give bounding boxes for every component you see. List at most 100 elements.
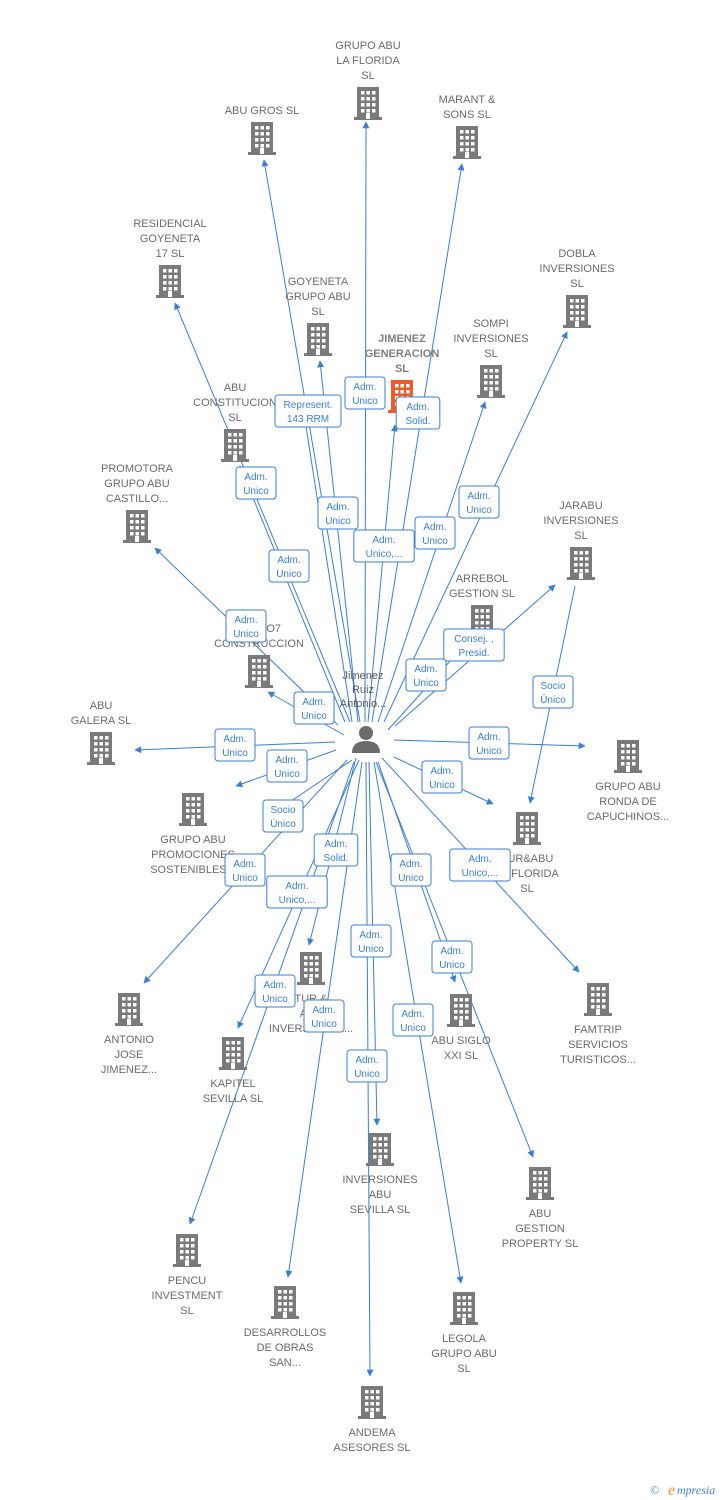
company-label-line[interactable]: DESARROLLOS bbox=[244, 1327, 327, 1339]
company-node-antonio-jose-jimenez[interactable]: ANTONIOJOSEJIMENEZ... bbox=[101, 993, 157, 1076]
company-label-line[interactable]: GRUPO ABU bbox=[431, 1348, 496, 1360]
building-icon[interactable] bbox=[271, 1286, 299, 1319]
company-label-line[interactable]: SL bbox=[520, 883, 533, 895]
relation-badge-andema-asesores[interactable]: Adm.Unico bbox=[346, 1049, 388, 1083]
person-icon[interactable] bbox=[352, 726, 380, 753]
company-label-line[interactable]: ABU SIGLO bbox=[431, 1035, 491, 1047]
company-label-line[interactable]: INVERSIONES bbox=[453, 333, 528, 345]
building-icon[interactable] bbox=[447, 994, 475, 1027]
company-label-line[interactable]: SL bbox=[570, 278, 583, 290]
company-label-line[interactable]: INVESTMENT bbox=[152, 1290, 223, 1302]
relation-badge-abu-galera[interactable]: Adm.Unico bbox=[214, 728, 256, 762]
company-node-grupo-abu-promociones[interactable]: GRUPO ABUPROMOCIONESSOSTENIBLES... bbox=[150, 793, 236, 876]
relation-badge-kapitel-sevilla[interactable]: Adm.Solid. bbox=[313, 833, 359, 867]
company-label-line[interactable]: SOSTENIBLES... bbox=[150, 864, 236, 876]
company-label-line[interactable]: SONS SL bbox=[443, 109, 491, 121]
building-icon[interactable] bbox=[567, 547, 595, 580]
building-icon[interactable] bbox=[450, 1292, 478, 1325]
relation-badge-goyeneta-grupo-abu[interactable]: Adm.Unico bbox=[317, 496, 359, 530]
company-label-line[interactable]: ABU bbox=[224, 382, 247, 394]
relation-badge-grupo-abu-la-florida[interactable]: Adm.Unico bbox=[344, 376, 386, 410]
relation-badge-desarrollos-obras[interactable]: Adm.Unico bbox=[303, 999, 345, 1033]
relation-badge-pencu-investment[interactable]: Adm.Unico bbox=[254, 974, 296, 1008]
company-label-line[interactable]: PROMOTORA bbox=[101, 463, 174, 475]
company-label-line[interactable]: CASTILLO... bbox=[106, 493, 168, 505]
building-icon[interactable] bbox=[477, 365, 505, 398]
company-label-line[interactable]: GALERA SL bbox=[71, 715, 132, 727]
company-label-line[interactable]: TURISTICOS... bbox=[560, 1054, 636, 1066]
company-label-line[interactable]: KAPITEL bbox=[210, 1078, 255, 1090]
building-icon[interactable] bbox=[304, 323, 332, 356]
company-label-line[interactable]: SAN... bbox=[269, 1357, 301, 1369]
building-icon[interactable] bbox=[297, 952, 325, 985]
building-icon[interactable] bbox=[156, 265, 184, 298]
company-label-line[interactable]: GRUPO ABU bbox=[285, 291, 350, 303]
relation-badge-abu-gestion-property[interactable]: Adm.Unico bbox=[390, 853, 432, 887]
building-icon[interactable] bbox=[115, 993, 143, 1026]
company-label-line[interactable]: LA FLORIDA bbox=[495, 868, 559, 880]
building-icon[interactable] bbox=[354, 87, 382, 120]
building-icon[interactable] bbox=[584, 983, 612, 1016]
company-label-line[interactable]: JIMENEZ bbox=[378, 333, 426, 345]
center-person-node[interactable]: JimenezRuizAntonio... bbox=[340, 670, 386, 753]
company-label-line[interactable]: SL bbox=[395, 363, 409, 375]
building-icon[interactable] bbox=[513, 812, 541, 845]
company-label-line[interactable]: GRUPO ABU bbox=[104, 478, 169, 490]
company-node-arrebol-gestion[interactable]: ARREBOL GESTION SL bbox=[449, 573, 515, 638]
relation-badge-sabao7[interactable]: Adm.Unico bbox=[293, 691, 335, 725]
company-node-famtrip[interactable]: FAMTRIPSERVICIOSTURISTICOS... bbox=[560, 983, 636, 1066]
building-icon[interactable] bbox=[614, 740, 642, 773]
relation-badge-inversiones-abu-sevilla[interactable]: Adm.Unico bbox=[350, 924, 392, 958]
building-icon[interactable] bbox=[248, 122, 276, 155]
company-label-line[interactable]: JARABU bbox=[559, 500, 602, 512]
company-label-line[interactable]: ASESORES SL bbox=[333, 1442, 410, 1454]
company-label-line[interactable]: FAMTRIP bbox=[574, 1024, 622, 1036]
company-label-line[interactable]: GRUPO ABU bbox=[335, 40, 400, 52]
company-label-line[interactable]: GESTION bbox=[515, 1223, 565, 1235]
relation-badge-jimenez-generacion[interactable]: Adm.Unico,... bbox=[353, 529, 415, 563]
company-label-line[interactable]: SL bbox=[311, 306, 324, 318]
company-label-line[interactable]: ABU bbox=[369, 1189, 392, 1201]
relation-badge-jimenez-generacion[interactable]: Represent.143 RRM bbox=[274, 394, 342, 428]
company-label-line[interactable]: GESTION SL bbox=[449, 588, 515, 600]
company-label-line[interactable]: 17 SL bbox=[156, 248, 185, 260]
relation-badge-tur-abu-inversiones[interactable]: Adm.Unico,... bbox=[266, 875, 328, 909]
building-icon[interactable] bbox=[179, 793, 207, 826]
company-node-promotora-grupo-abu[interactable]: PROMOTORA GRUPO ABU CASTILLO... bbox=[101, 463, 174, 543]
company-label-line[interactable]: DE OBRAS bbox=[257, 1342, 314, 1354]
company-node-desarrollos-obras[interactable]: DESARROLLOS DE OBRAS SAN... bbox=[244, 1286, 327, 1369]
company-label-line[interactable]: ABU bbox=[90, 700, 113, 712]
company-label-line[interactable]: SL bbox=[180, 1305, 193, 1317]
relation-badge-legola-grupo-abu[interactable]: Adm.Unico bbox=[392, 1003, 434, 1037]
building-icon[interactable] bbox=[245, 655, 273, 688]
person-name-line[interactable]: Ruiz bbox=[352, 684, 374, 696]
building-icon[interactable] bbox=[221, 429, 249, 462]
company-label-line[interactable]: LA FLORIDA bbox=[336, 55, 400, 67]
company-label-line[interactable]: PROMOCIONES bbox=[151, 849, 235, 861]
company-label-line[interactable]: SL bbox=[574, 530, 587, 542]
building-icon[interactable] bbox=[563, 295, 591, 328]
company-label-line[interactable]: CONSTITUCION bbox=[193, 397, 277, 409]
company-node-abu-galera[interactable]: ABU GALERA SL bbox=[71, 700, 132, 765]
relation-badge-antonio-jose-jimenez[interactable]: Adm.Unico bbox=[224, 853, 266, 887]
company-label-line[interactable]: RONDA DE bbox=[599, 796, 656, 808]
relation-badge-abu-siglo-xxi[interactable]: Adm.Unico bbox=[431, 940, 473, 974]
company-label-line[interactable]: RESIDENCIAL bbox=[133, 218, 206, 230]
company-label-line[interactable]: ARREBOL bbox=[456, 573, 509, 585]
building-icon[interactable] bbox=[87, 732, 115, 765]
relation-badge-jarabu-inversiones[interactable]: Consej. ,Presid. bbox=[443, 628, 505, 662]
building-icon[interactable] bbox=[358, 1386, 386, 1419]
company-label-line[interactable]: PENCU bbox=[168, 1275, 207, 1287]
relation-badge-residencial-goyeneta[interactable]: Adm.Unico bbox=[235, 466, 277, 500]
